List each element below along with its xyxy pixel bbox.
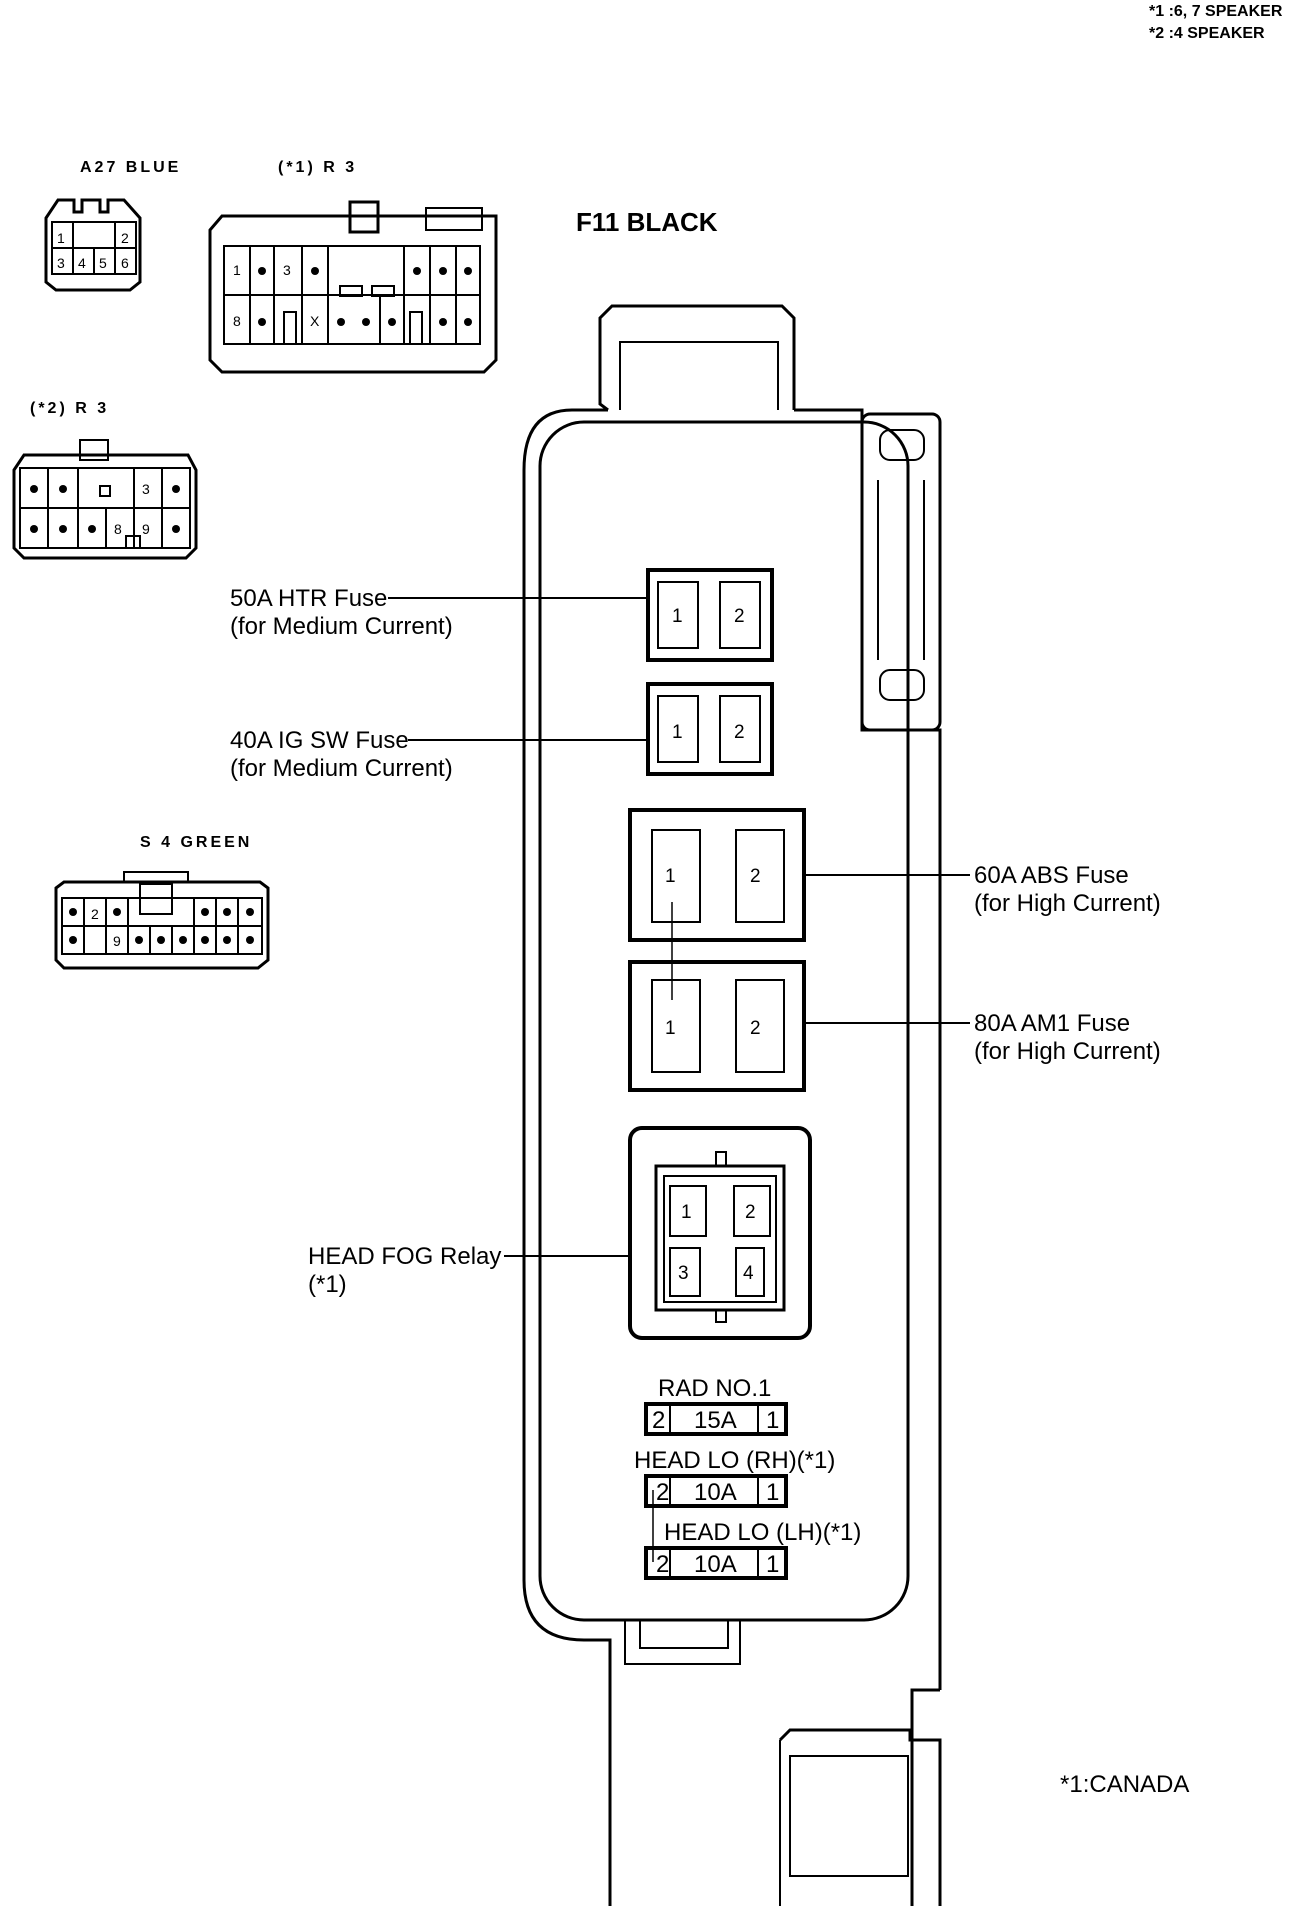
fuse-block-housing bbox=[522, 304, 942, 1906]
relay-head-fog: 1 2 3 4 HEAD FOG Relay (*1) bbox=[308, 1126, 812, 1340]
head-lo-lh-pin-2: 2 bbox=[656, 1551, 669, 1578]
abs-fuse-label: 60A ABS Fuse bbox=[974, 862, 1129, 889]
connector-a27: A27 BLUE 1 2 3 4 5 6 bbox=[44, 159, 181, 292]
htr-pin-1: 1 bbox=[672, 606, 683, 627]
rad-no1-label: RAD NO.1 bbox=[658, 1375, 771, 1402]
connector-r3-4-label: (*2) R 3 bbox=[30, 400, 109, 417]
relay-pin-4: 4 bbox=[743, 1263, 754, 1284]
a27-pin-3: 3 bbox=[57, 255, 65, 271]
am1-pin-1: 1 bbox=[665, 1018, 676, 1039]
connector-a27-label: A27 BLUE bbox=[80, 159, 181, 176]
rad-no1-pin-2: 2 bbox=[652, 1407, 665, 1434]
speaker-note-2: *2 :4 SPEAKER bbox=[1149, 25, 1265, 42]
htr-fuse-label: 50A HTR Fuse bbox=[230, 585, 387, 612]
fuse-head-lo-lh: HEAD LO (LH)(*1) 2 10A 1 bbox=[644, 1519, 861, 1580]
head-lo-rh-rating: 10A bbox=[694, 1479, 737, 1506]
r3-6-7-pin-x: X bbox=[310, 313, 320, 329]
s4-pin-9: 9 bbox=[113, 933, 121, 949]
connector-r3-speaker-6-7: (*1) R 3 1 3 8 X bbox=[208, 159, 498, 374]
head-lo-rh-pin-2: 2 bbox=[656, 1479, 669, 1506]
head-lo-rh-pin-1: 1 bbox=[766, 1479, 779, 1506]
connector-s4: S 4 GREEN 2 9 bbox=[54, 834, 270, 970]
s4-pin-2: 2 bbox=[91, 906, 99, 922]
am1-fuse-sub: (for High Current) bbox=[974, 1038, 1161, 1065]
fuse-50a-htr: 1 2 50A HTR Fuse (for Medium Current) bbox=[230, 568, 774, 662]
r3-4-pin-3: 3 bbox=[142, 481, 150, 497]
abs-pin-1: 1 bbox=[665, 866, 676, 887]
speaker-note-1: *1 :6, 7 SPEAKER bbox=[1149, 3, 1283, 20]
htr-fuse-sub: (for Medium Current) bbox=[230, 613, 453, 640]
rad-no1-pin-1: 1 bbox=[766, 1407, 779, 1434]
relay-pin-1: 1 bbox=[681, 1202, 692, 1223]
r3-6-7-pin-1: 1 bbox=[233, 262, 241, 278]
head-lo-lh-pin-1: 1 bbox=[766, 1551, 779, 1578]
r3-6-7-pin-3: 3 bbox=[283, 262, 291, 278]
abs-pin-2: 2 bbox=[750, 866, 761, 887]
a27-pin-5: 5 bbox=[99, 255, 107, 271]
head-lo-rh-label: HEAD LO (RH)(*1) bbox=[634, 1447, 835, 1474]
abs-fuse-sub: (for High Current) bbox=[974, 890, 1161, 917]
igsw-pin-2: 2 bbox=[734, 722, 745, 743]
r3-4-pin-9: 9 bbox=[142, 521, 150, 537]
r3-6-7-pin-8: 8 bbox=[233, 313, 241, 329]
igsw-fuse-label: 40A IG SW Fuse bbox=[230, 727, 409, 754]
head-lo-lh-rating: 10A bbox=[694, 1551, 737, 1578]
fuse-rad-no1: RAD NO.1 2 15A 1 bbox=[644, 1375, 788, 1436]
head-lo-lh-label: HEAD LO (LH)(*1) bbox=[664, 1519, 861, 1546]
htr-pin-2: 2 bbox=[734, 606, 745, 627]
igsw-fuse-sub: (for Medium Current) bbox=[230, 755, 453, 782]
fuse-80a-am1: 1 2 80A AM1 Fuse (for High Current) bbox=[628, 960, 1161, 1092]
a27-pin-4: 4 bbox=[78, 255, 86, 271]
speaker-notes: *1 :6, 7 SPEAKER *2 :4 SPEAKER bbox=[1149, 3, 1283, 42]
connector-r3-speaker-4: (*2) R 3 3 8 9 bbox=[12, 400, 198, 560]
a27-pin-1: 1 bbox=[57, 230, 65, 246]
am1-fuse-label: 80A AM1 Fuse bbox=[974, 1010, 1130, 1037]
connector-s4-label: S 4 GREEN bbox=[140, 834, 252, 851]
canada-note: *1:CANADA bbox=[1060, 1771, 1189, 1798]
igsw-pin-1: 1 bbox=[672, 722, 683, 743]
a27-pin-2: 2 bbox=[121, 230, 129, 246]
am1-pin-2: 2 bbox=[750, 1018, 761, 1039]
relay-sub: (*1) bbox=[308, 1271, 347, 1298]
connector-r3-6-7-label: (*1) R 3 bbox=[278, 159, 357, 176]
fuse-60a-abs: 1 2 60A ABS Fuse (for High Current) bbox=[628, 808, 1161, 942]
fuse-block-title: F11 BLACK bbox=[576, 207, 718, 237]
relay-pin-2: 2 bbox=[745, 1202, 756, 1223]
relay-pin-3: 3 bbox=[678, 1263, 689, 1284]
fuse-block-f11: F11 BLACK 1 2 50A HTR bbox=[230, 207, 1161, 1906]
fuse-40a-ig-sw: 1 2 40A IG SW Fuse (for Medium Current) bbox=[230, 682, 774, 782]
rad-no1-rating: 15A bbox=[694, 1407, 737, 1434]
r3-4-pin-8: 8 bbox=[114, 521, 122, 537]
relay-label: HEAD FOG Relay bbox=[308, 1243, 501, 1270]
a27-pin-6: 6 bbox=[121, 255, 129, 271]
fuse-head-lo-rh: HEAD LO (RH)(*1) 2 10A 1 bbox=[634, 1447, 835, 1508]
